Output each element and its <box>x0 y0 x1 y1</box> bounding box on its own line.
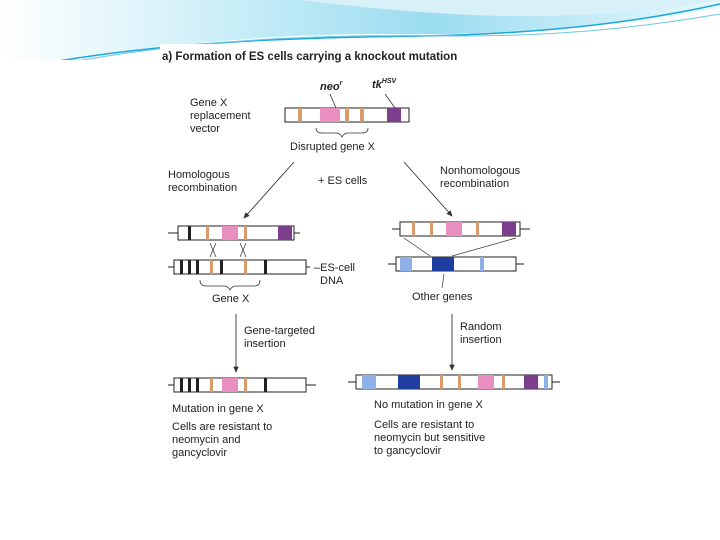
random-label-1: Random <box>460 321 502 333</box>
crossover-marks <box>210 243 246 257</box>
gene-x-brace <box>200 280 260 290</box>
vector-label-line2: replacement <box>190 110 251 122</box>
no-mutation-label: No mutation in gene X <box>374 399 484 411</box>
disrupted-brace <box>316 128 368 137</box>
targeted-label-1: Gene-targeted <box>244 325 315 337</box>
nonhomologous-label-2: recombination <box>440 178 509 190</box>
other-genes-label: Other genes <box>412 291 473 303</box>
homologous-vector-bar <box>168 226 300 240</box>
mutation-label: Mutation in gene X <box>172 403 264 415</box>
tk-pointer <box>385 94 395 108</box>
nonhomologous-label-1: Nonhomologous <box>440 165 521 177</box>
vector-label-line3: vector <box>190 123 220 135</box>
diagram-title: a) Formation of ES cells carrying a knoc… <box>162 51 457 63</box>
no-mutation-desc-1: Cells are resistant to <box>374 419 474 431</box>
arrow-homologous <box>244 162 294 218</box>
other-genes-pointer <box>442 274 444 288</box>
neo-label: neor <box>320 80 344 93</box>
neo-pointer <box>330 94 336 108</box>
disrupted-label: Disrupted gene X <box>290 141 376 153</box>
knockout-diagram: a) Formation of ES cells carrying a knoc… <box>160 44 568 492</box>
homologous-label-1: Homologous <box>168 169 230 181</box>
homologous-label-2: recombination <box>168 182 237 194</box>
es-dna-label-2: DNA <box>320 275 344 287</box>
es-dna-label-1: –ES-cell <box>314 262 355 274</box>
no-mutation-desc-3: to gancyclovir <box>374 445 442 457</box>
random-insertion-bar <box>348 375 560 389</box>
figure-panel: a) Formation of ES cells carrying a knoc… <box>160 44 568 492</box>
no-mutation-desc-2: neomycin but sensitive <box>374 432 485 444</box>
other-genes-dna-bar <box>388 257 524 271</box>
gene-x-label: Gene X <box>212 293 250 305</box>
mutation-desc-1: Cells are resistant to <box>172 421 272 433</box>
nonhomologous-lines <box>404 238 516 256</box>
es-cell-dna-bar <box>168 260 310 274</box>
mutation-desc-2: neomycin and <box>172 434 241 446</box>
mutant-gene-bar <box>168 378 316 392</box>
replacement-vector-bar <box>285 108 409 122</box>
targeted-label-2: insertion <box>244 338 286 350</box>
random-label-2: insertion <box>460 334 502 346</box>
mutation-desc-3: gancyclovir <box>172 447 227 459</box>
tk-label: tkHSV <box>372 78 398 91</box>
nonhomologous-vector-bar <box>392 222 530 236</box>
es-cells-label: + ES cells <box>318 175 368 187</box>
vector-label-line1: Gene X <box>190 97 228 109</box>
